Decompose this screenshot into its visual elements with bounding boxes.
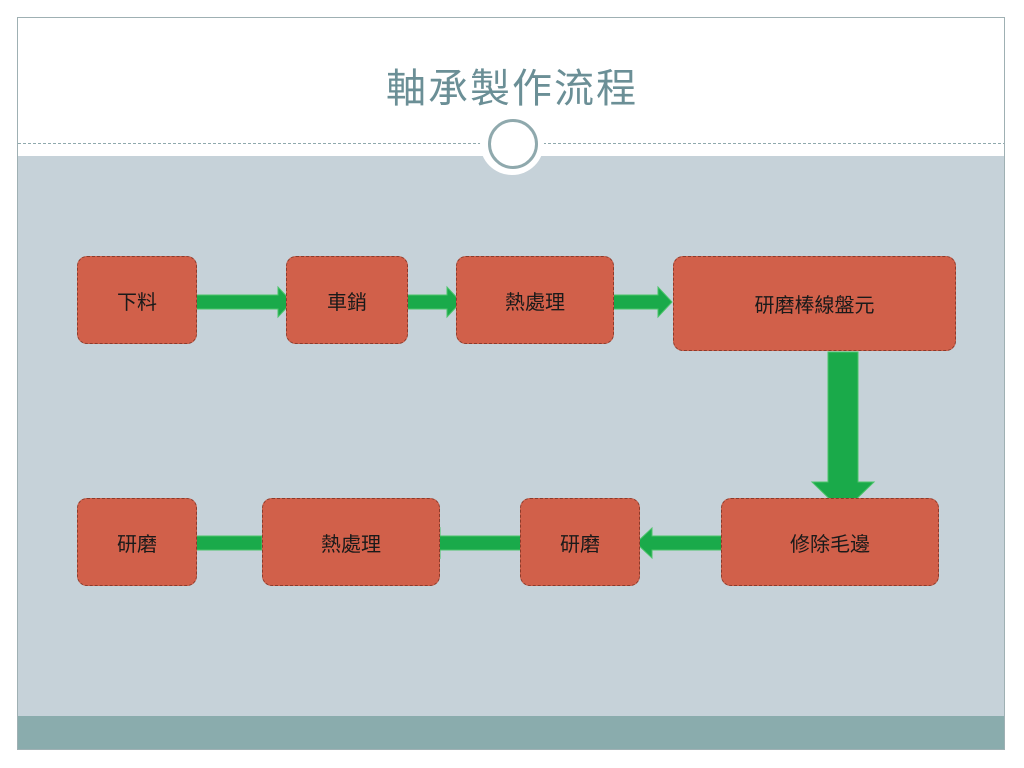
step-label: 研磨棒線盤元 (754, 293, 875, 317)
arrow-down-icon (810, 351, 876, 513)
step-label: 車銷 (327, 289, 367, 314)
arrow-right-icon (607, 285, 673, 319)
step-label: 熱處理 (505, 289, 565, 314)
circle-ornament-icon (480, 111, 544, 175)
step-label: 熱處理 (321, 531, 381, 556)
arrow-right-icon (189, 285, 293, 319)
arrow-right-icon (399, 285, 462, 319)
step-grinding-2: 研磨 (77, 498, 197, 586)
step-label: 修除毛邊 (790, 531, 870, 556)
step-deburring: 修除毛邊 (721, 498, 939, 586)
step-heat-treatment-1: 熱處理 (456, 256, 614, 344)
step-label: 研磨 (117, 531, 157, 556)
step-turning: 車銷 (286, 256, 408, 344)
step-label: 下料 (117, 289, 157, 314)
ring-icon (488, 119, 538, 169)
step-heat-treatment-2: 熱處理 (262, 498, 440, 586)
step-cutting: 下料 (77, 256, 197, 344)
step-label: 研磨 (560, 531, 600, 556)
step-grinding-1: 研磨 (520, 498, 640, 586)
slide-title: 軸承製作流程 (386, 66, 638, 112)
step-grinding-wire-rod: 研磨棒線盤元 (673, 256, 956, 351)
footer-band (18, 716, 1004, 749)
